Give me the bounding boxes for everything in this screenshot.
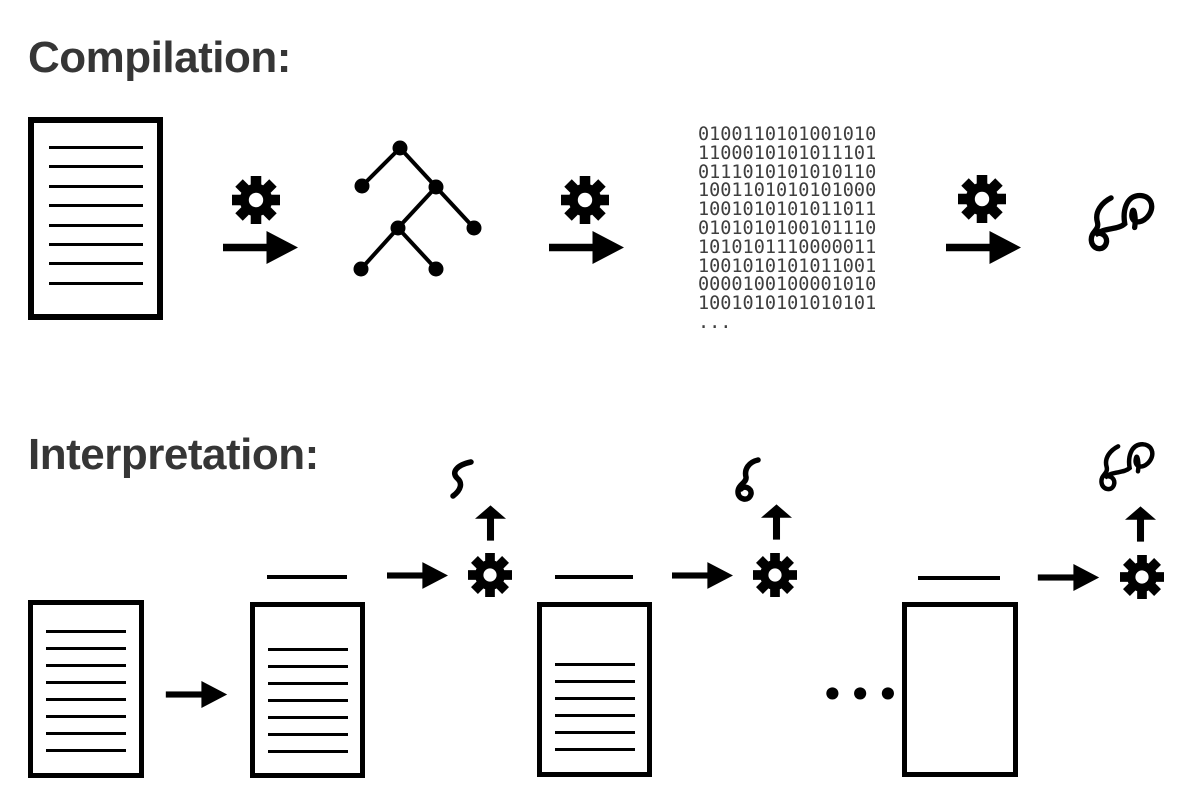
document-text-line bbox=[267, 699, 348, 702]
document-text-line bbox=[554, 748, 635, 751]
document-text-line bbox=[46, 630, 126, 633]
document-text-line bbox=[554, 663, 635, 666]
arrow-up-icon bbox=[475, 505, 506, 541]
gear-icon bbox=[958, 175, 1006, 223]
document-text-line bbox=[48, 223, 143, 227]
output-squiggle-medium-icon bbox=[731, 457, 761, 503]
machine-code-text: 0100110101001010 1100010101011101 011101… bbox=[698, 124, 877, 333]
document-text-line bbox=[46, 698, 126, 701]
arrow-right-icon bbox=[672, 562, 733, 589]
extracted-statement-line bbox=[267, 575, 347, 579]
source-code-document bbox=[28, 117, 163, 320]
document-text-line bbox=[267, 682, 348, 685]
document-text-line bbox=[48, 165, 143, 169]
document-text-line bbox=[48, 184, 143, 188]
arrow-right-icon bbox=[946, 231, 1021, 264]
document-text-line bbox=[48, 281, 143, 285]
arrow-right-icon bbox=[1037, 564, 1100, 591]
extracted-statement-line bbox=[918, 576, 1000, 580]
document-text-line bbox=[267, 750, 348, 753]
document-text-line bbox=[46, 664, 126, 667]
arrow-right-icon bbox=[387, 562, 448, 589]
arrow-up-icon bbox=[1125, 506, 1156, 542]
compilation-title: Compilation: bbox=[28, 33, 291, 82]
arrow-right-icon bbox=[223, 231, 298, 264]
arrow-up-icon bbox=[761, 504, 792, 540]
document-text-line bbox=[48, 146, 143, 149]
document-text-line bbox=[267, 665, 348, 668]
document-text-line bbox=[554, 680, 635, 683]
document-text-line bbox=[267, 716, 348, 719]
document-text-line bbox=[46, 732, 126, 735]
program-output-squiggle-icon bbox=[1086, 187, 1162, 265]
ellipsis-dots: ••• bbox=[820, 670, 904, 719]
gear-icon bbox=[468, 553, 512, 597]
document-text-line bbox=[46, 749, 126, 752]
source-code-document bbox=[28, 600, 144, 778]
document-text-line bbox=[46, 715, 126, 718]
source-code-document bbox=[537, 602, 652, 777]
output-squiggle-small-icon bbox=[447, 459, 477, 499]
gear-icon bbox=[753, 553, 797, 597]
gear-icon bbox=[561, 176, 609, 224]
document-text-line bbox=[46, 681, 126, 684]
interpretation-title: Interpretation: bbox=[28, 430, 319, 479]
document-text-line bbox=[46, 647, 126, 650]
document-text-line bbox=[267, 648, 348, 651]
arrow-right-icon bbox=[549, 231, 624, 264]
output-squiggle-large-icon bbox=[1097, 437, 1161, 503]
source-code-document bbox=[250, 602, 365, 778]
document-text-line bbox=[554, 714, 635, 717]
source-code-document bbox=[902, 602, 1018, 777]
document-text-line bbox=[48, 204, 143, 208]
document-text-line bbox=[48, 242, 143, 246]
document-text-line bbox=[554, 731, 635, 734]
syntax-tree-icon bbox=[353, 140, 482, 277]
document-text-line bbox=[48, 262, 143, 266]
gear-icon bbox=[1120, 555, 1164, 599]
document-text-line bbox=[267, 733, 348, 736]
document-text-line bbox=[554, 697, 635, 700]
gear-icon bbox=[232, 176, 280, 224]
arrow-right-icon bbox=[165, 681, 228, 708]
extracted-statement-line bbox=[555, 575, 633, 579]
